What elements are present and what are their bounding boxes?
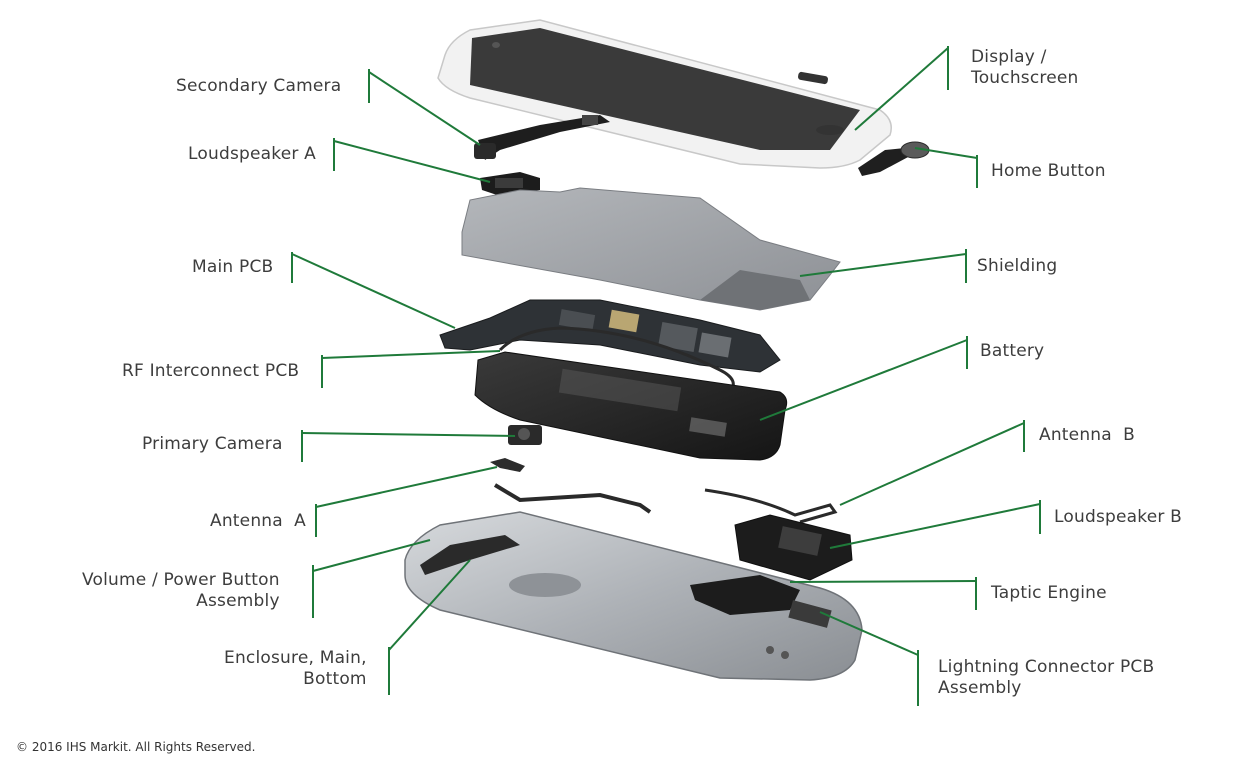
label-rf-interconnect-pcb: RF Interconnect PCB	[122, 361, 300, 381]
leader-battery	[759, 339, 968, 421]
label-volume-power-button-assembly: Volume / Power Button Assembly	[82, 570, 280, 611]
label-lightning-connector-pcb-assembly: Lightning Connector PCB Assembly	[938, 657, 1155, 698]
label-battery: Battery	[980, 341, 1045, 361]
label-secondary-camera: Secondary Camera	[176, 76, 342, 96]
leader-lines	[291, 46, 1041, 706]
leader-secondary-camera	[368, 71, 481, 146]
shielding-part	[461, 187, 841, 311]
leader-taptic-engine	[789, 580, 977, 583]
main-pcb-part	[439, 299, 781, 373]
leader-primary-camera	[301, 432, 516, 437]
leader-lightning	[819, 611, 919, 656]
label-home-button: Home Button	[991, 161, 1106, 181]
leader-loudspeaker-b	[829, 503, 1041, 549]
flex-cable-part	[493, 483, 652, 514]
label-display-touchscreen: Display / Touchscreen	[971, 47, 1079, 88]
leader-antenna-a	[315, 466, 498, 508]
label-shielding: Shielding	[977, 256, 1058, 276]
antenna-a-part	[490, 458, 525, 472]
secondary-camera-part	[474, 115, 610, 160]
antenna-b-part	[704, 488, 838, 524]
label-primary-camera: Primary Camera	[142, 434, 283, 454]
leader-antenna-b	[839, 422, 1025, 506]
leader-shielding	[799, 253, 967, 277]
home-button-part	[858, 141, 930, 176]
label-loudspeaker-b: Loudspeaker B	[1054, 507, 1183, 527]
leader-main-pcb	[291, 253, 456, 329]
leader-enclosure	[388, 559, 471, 651]
label-loudspeaker-a: Loudspeaker A	[188, 144, 316, 164]
label-main-pcb: Main PCB	[192, 257, 274, 277]
label-taptic-engine: Taptic Engine	[991, 583, 1107, 603]
rf-interconnect-part	[498, 326, 735, 393]
label-antenna-a: Antenna A	[210, 511, 306, 531]
copyright-text: © 2016 IHS Markit. All Rights Reserved.	[16, 740, 256, 754]
enclosure-part	[404, 511, 863, 681]
leader-display	[854, 47, 949, 131]
display-touchscreen-part	[437, 19, 892, 169]
loudspeaker-b-part	[734, 514, 853, 581]
battery-part	[474, 351, 788, 461]
leader-home-button	[914, 147, 978, 159]
leader-loudspeaker-a	[333, 140, 491, 183]
primary-camera-part	[508, 425, 542, 445]
label-antenna-b: Antenna B	[1039, 425, 1135, 445]
leader-volume-power	[312, 539, 431, 572]
leader-rf-interconnect	[321, 350, 501, 359]
label-enclosure-main-bottom: Enclosure, Main, Bottom	[224, 648, 367, 689]
